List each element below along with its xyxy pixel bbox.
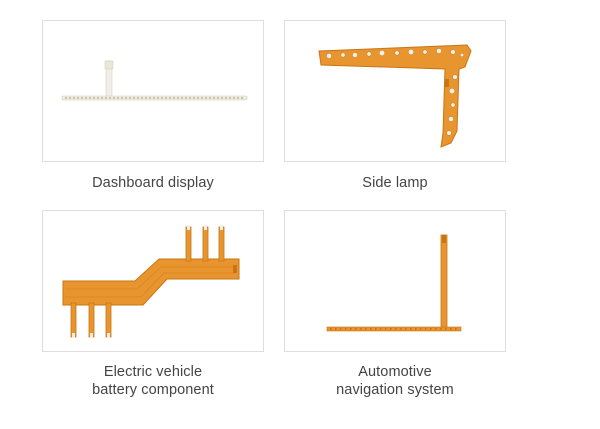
caption-line: Side lamp [362,175,428,191]
flex-pcb-dashboard-display-image [61,60,248,101]
product-card-navigation-system[interactable] [284,210,506,352]
caption-line: battery component [92,382,214,398]
product-caption-side-lamp: Side lamp [284,174,506,192]
product-card-dashboard-display[interactable] [42,20,264,162]
caption-line: Dashboard display [92,175,214,191]
caption-line: Electric vehicle [103,364,203,380]
flex-pcb-battery-component-image [62,225,240,338]
product-card-battery-component[interactable] [42,210,264,352]
flex-pcb-side-lamp-image [318,44,472,148]
product-caption-battery-component: Electric vehicle battery component [42,363,264,399]
caption-line: navigation system [336,382,454,398]
product-caption-dashboard-display: Dashboard display [42,174,264,192]
product-card-side-lamp[interactable] [284,20,506,162]
product-caption-navigation-system: Automotive navigation system [284,363,506,399]
caption-line: Automotive [358,364,432,380]
flex-pcb-navigation-system-image [326,234,462,332]
